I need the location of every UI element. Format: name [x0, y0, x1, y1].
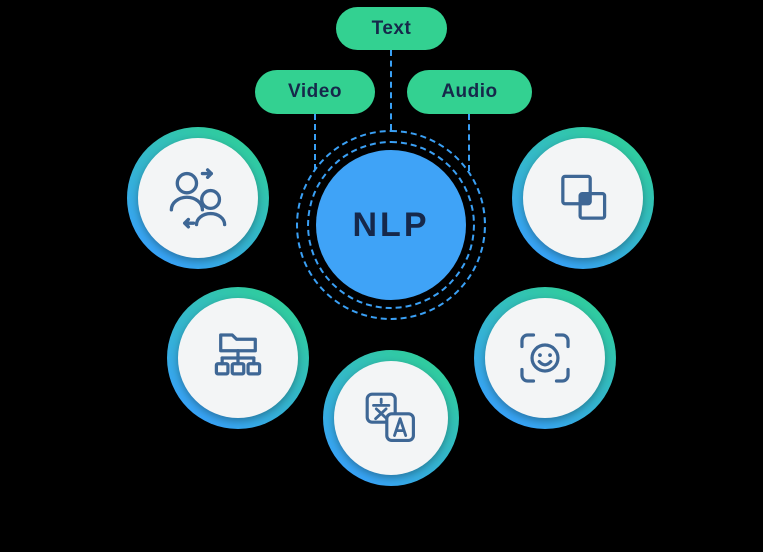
- connector-audio-to-center: [468, 114, 470, 171]
- node-translate: [323, 350, 459, 486]
- node-conversation-circle: [138, 138, 258, 258]
- node-face-circle: [485, 298, 605, 418]
- people-conversation-icon: [169, 168, 227, 229]
- nlp-label: NLP: [352, 205, 430, 244]
- translation-icon: [365, 392, 415, 442]
- node-translate-circle: [334, 361, 448, 475]
- face-recognition-icon: [520, 333, 570, 383]
- connector-video-to-center: [314, 114, 316, 170]
- node-face: [474, 287, 616, 429]
- node-overlap: [512, 127, 654, 269]
- connector-text-to-center: [390, 50, 392, 130]
- input-pill-text-label: Text: [371, 17, 412, 39]
- input-pill-video-label: Video: [288, 81, 342, 102]
- node-overlap-circle: [523, 138, 643, 258]
- input-pill-audio: Audio: [407, 70, 532, 114]
- input-pill-video: Video: [255, 70, 375, 114]
- dashed-ring-inner: [307, 141, 475, 309]
- input-pill-text: Text: [336, 7, 447, 50]
- nlp-center-circle: NLP: [316, 150, 466, 300]
- folder-tree-icon: [214, 333, 262, 376]
- dashed-ring-outer: [296, 130, 486, 320]
- node-conversation: [127, 127, 269, 269]
- node-taxonomy-circle: [178, 298, 298, 418]
- input-pill-audio-label: Audio: [441, 81, 498, 102]
- overlapping-squares-icon: [561, 174, 607, 220]
- node-taxonomy: [167, 287, 309, 429]
